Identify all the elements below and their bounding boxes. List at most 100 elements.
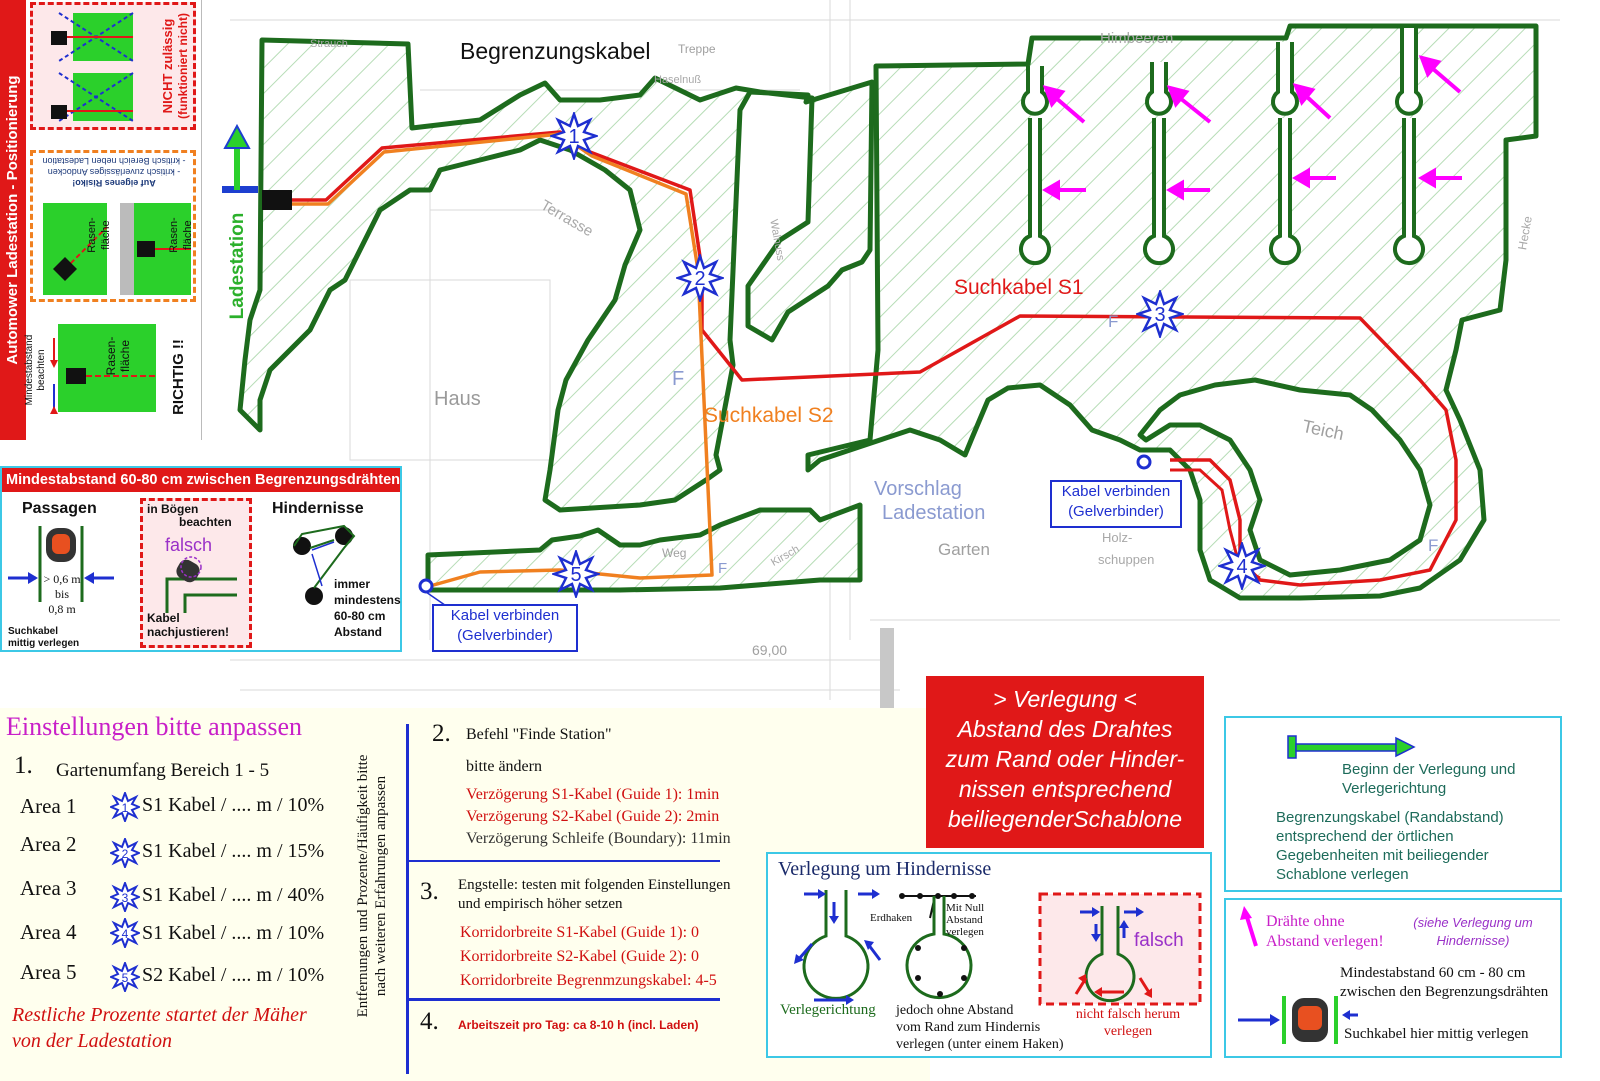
passagen-title: Passagen [22, 500, 97, 517]
correct-diagram [50, 324, 156, 414]
positioning-panel: Automower Ladestation - Positionierung N… [0, 0, 202, 440]
legend-boundary-3: Gegebenheiten mit beiliegender [1276, 847, 1489, 864]
zero-distance-2: Abstand [946, 914, 983, 926]
svg-text:4: 4 [122, 927, 129, 941]
legend-wires-note: Drähte ohne Abstand verlegen! [1266, 912, 1384, 952]
pond-boundary [1137, 377, 1433, 578]
legend-mower-diagram [1238, 996, 1338, 1044]
sketch-haselnuss: Haselnuß [654, 74, 702, 86]
laying-box: > Verlegung < Abstand des Drahtes zum Ra… [926, 676, 1204, 848]
min-distance-note-2: beachten [36, 349, 47, 391]
own-risk-lawn-a-2: fläche [100, 220, 112, 250]
correct-box: Mindestabstand beachten Rasen- fläche RI… [24, 318, 196, 436]
step2-line-2: Verzögerung S2-Kabel (Guide 2): 2min [466, 808, 720, 825]
connector-note-2-line-1: Kabel verbinden [1061, 483, 1171, 500]
area-4-star-icon: 4 [110, 918, 140, 948]
marker-3-star-icon: 3 [1136, 290, 1184, 338]
sketch-f4: F [718, 560, 728, 577]
legend-see-note: (siehe Verlegung um Hindernisse) [1392, 914, 1554, 950]
sketch-garten: Garten [938, 540, 990, 559]
boundary-area-left [237, 37, 875, 513]
svg-text:5: 5 [122, 971, 129, 985]
passagen-diagram [8, 526, 114, 602]
sketch-strauch: Strauch [310, 38, 348, 50]
sketch-haus: Haus [434, 388, 481, 410]
area-1-star-icon: 1 [110, 792, 140, 822]
magenta-arrows [1042, 55, 1462, 201]
obstacle-laying-title: Verlegung um Hindernisse [778, 858, 992, 880]
laying-line-4: nissen entsprechend [958, 776, 1172, 802]
marker-1-star-icon: 1 [550, 112, 598, 160]
legend-panel-2: Drähte ohne Abstand verlegen! (siehe Ver… [1224, 898, 1562, 1058]
legend-wires-2: Abstand verlegen! [1266, 933, 1384, 950]
legend-start-1: Beginn der Verlegung und [1342, 761, 1516, 778]
connector-note-1-line-2: (Gelverbinder) [457, 627, 553, 644]
step2-sub: bitte ändern [466, 758, 542, 775]
bends-adjust-1: Kabel [147, 611, 180, 625]
own-risk-lawn-b-2: fläche [182, 220, 194, 250]
garden-map: 1 2 3 4 5 Haus Terrasse Teich Garten Hol… [222, 0, 1600, 708]
step1-number: 1. [14, 752, 33, 779]
laying-line-2: Abstand des Drahtes [957, 716, 1173, 742]
garden-map-svg [222, 0, 1560, 708]
sketch-vorschlag-1: Vorschlag [874, 478, 962, 500]
passagen-distance: > 0,6 m bis 0,8 m [36, 572, 88, 617]
step3-line-3: Korridorbreite Begrenmzungskabel: 4-5 [460, 972, 717, 989]
own-risk-lawn-a-1: Rasen- [86, 217, 98, 253]
connector-note-1-line-1: Kabel verbinden [450, 607, 560, 624]
guide-s2-label: Suchkabel S2 [704, 404, 834, 427]
without-distance-3: verlegen (unter einem Haken) [896, 1037, 1064, 1052]
step3-line-2: Korridorbreite S2-Kabel (Guide 2): 0 [460, 948, 700, 965]
boundary-area-bottom [425, 502, 863, 593]
bends-title-1: in Bögen [147, 502, 199, 516]
legend-panel-1: Beginn der Verlegung und Verlegerichtung… [1224, 716, 1562, 892]
wrong-direction-1: nicht falsch herum [1075, 1007, 1181, 1022]
sketch-f3: F [1428, 536, 1439, 555]
own-risk-text: Auf eigenes Risiko! - kritisch zuverläss… [35, 155, 193, 188]
legend-center-note: Suchkabel hier mittig verlegen [1344, 1026, 1529, 1042]
area-5-label: Area 5 [20, 960, 77, 984]
without-distance-1: jedoch ohne Abstand [896, 1003, 1014, 1018]
correct-lawn-1: Rasen- [104, 336, 118, 376]
settings-divider-2 [406, 998, 720, 1001]
step1-title: Gartenumfang Bereich 1 - 5 [56, 760, 270, 781]
sketch-wall [880, 628, 894, 708]
boundary-cable-title: Begrenzungskabel [460, 38, 651, 64]
legend-boundary-note: Begrenzungskabel (Randabstand) entsprech… [1276, 808, 1504, 884]
connector-note-2-line-2: (Gelverbinder) [1068, 503, 1164, 520]
obstacles-diagram [293, 524, 356, 605]
laying-line-1: > Verlegung < [993, 686, 1137, 712]
without-distance-note: jedoch ohne Abstand vom Rand zum Hindern… [896, 1002, 1064, 1053]
own-risk-lawn-a: Rasen- fläche [85, 205, 121, 265]
marker-4-label: 4 [1236, 556, 1247, 578]
marker-2-star-icon: 2 [676, 254, 724, 302]
zero-distance-note: Mit Null Abstand verlegen [946, 902, 984, 938]
sketch-holz: Holz- [1102, 530, 1133, 545]
legend-min-1: Mindestabstand 60 cm - 80 cm [1340, 965, 1526, 981]
bends-diagram [165, 556, 237, 613]
legend-boundary-1: Begrenzungskabel (Randabstand) [1276, 809, 1504, 826]
distance-panel: Mindestabstand 60-80 cm zwischen Begrenz… [0, 466, 402, 652]
marker-2-label: 2 [694, 268, 705, 290]
guide-wire-s2 [282, 132, 714, 588]
settings-heading: Einstellungen bitte anpassen [6, 712, 303, 741]
obstacle-laying-diagram [794, 889, 1202, 1006]
sketch-f1: F [1108, 312, 1119, 331]
own-risk-line-3: - kritisch Bereich neben Ladestation [42, 156, 186, 166]
obstacles-note: immer mindestens 60-80 cm Abstand [334, 576, 401, 640]
legend-start-2: Verlegerichtung [1342, 780, 1447, 797]
passagen-center-note: Suchkabel mittig verlegen [8, 626, 79, 650]
passagen-center-note-1: Suchkabel [8, 626, 59, 637]
legend-min-2: zwischen den Begrenzungsdrähten [1340, 984, 1549, 1000]
obstacle-direction-label: Verlegerichtung [780, 1002, 876, 1018]
marker-5-star-icon: 5 [552, 550, 600, 598]
legend-right-arrow-icon [1342, 1010, 1358, 1020]
vertical-settings-note-2: nach weiteren Erfahrungen anpassen [373, 775, 389, 997]
laying-line-5: beiliegenderSchablone [947, 806, 1183, 832]
legend-wires-1: Drähte ohne [1266, 913, 1345, 930]
svg-text:3: 3 [122, 891, 129, 905]
not-allowed-label-2: (funktioniert nicht) [176, 13, 190, 119]
positioning-title-bar [0, 0, 26, 440]
obstacle-laying-panel: Verlegung um Hindernisse Verlegerichtung… [766, 852, 1212, 1058]
remainder-note-1: Restliche Prozente startet der Mäher [12, 1004, 307, 1026]
